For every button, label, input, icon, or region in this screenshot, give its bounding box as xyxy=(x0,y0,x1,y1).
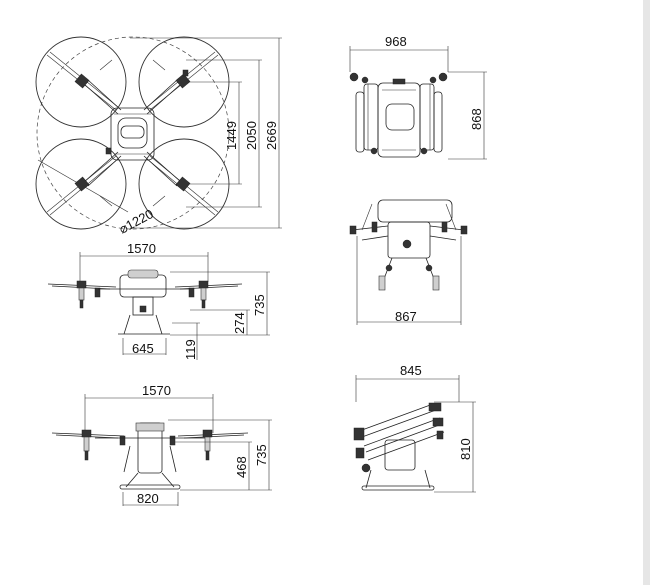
propeller-circle-bl xyxy=(35,138,127,230)
side1-height-label: 735 xyxy=(252,294,267,316)
diagonal-width-label: 2669 xyxy=(264,121,279,150)
folded-side-view: 845 810 xyxy=(353,363,476,493)
top-view-dimension-lines xyxy=(130,37,282,229)
side2-height-label: 735 xyxy=(254,444,269,466)
side2-gear-height-label: 468 xyxy=(234,456,249,478)
drone-body-top xyxy=(110,107,155,161)
arm-span-label: 2050 xyxy=(244,121,259,150)
arms xyxy=(83,79,182,187)
side2-span-label: 1570 xyxy=(142,383,171,398)
folded-side-width-label: 845 xyxy=(400,363,422,378)
side1-clearance-label: 119 xyxy=(183,339,198,360)
propeller-blades xyxy=(46,51,219,216)
folded-front-view: 867 xyxy=(349,199,468,325)
side1-gear-width-label: 645 xyxy=(132,341,154,356)
side-view-2: 1570 xyxy=(51,383,272,506)
folded-top-depth-label: 868 xyxy=(469,108,484,130)
propeller-circle-tl xyxy=(35,36,127,128)
side2-body xyxy=(95,422,205,490)
folded-side-dimension-lines xyxy=(434,401,476,493)
motors xyxy=(74,69,191,192)
side2-motors xyxy=(81,429,213,461)
outer-dashed-circle xyxy=(36,36,230,230)
folded-top-width-label: 968 xyxy=(385,34,407,49)
side1-span-label: 1570 xyxy=(127,241,156,256)
diameter-leader xyxy=(37,159,129,213)
top-view: ⌀1220 1449 2050 2669 xyxy=(35,36,282,237)
page-edge xyxy=(643,0,650,585)
prop-diameter-label: ⌀1220 xyxy=(116,206,155,236)
side1-body xyxy=(98,269,190,335)
side2-propellers xyxy=(51,432,249,439)
side1-motors xyxy=(76,280,209,309)
folded-front-drone xyxy=(349,199,468,291)
motor-spacing-label: 1449 xyxy=(224,121,239,150)
folded-side-drone xyxy=(353,402,445,491)
side1-gear-height-label: 274 xyxy=(232,312,247,334)
side-view-1: 1570 xyxy=(47,241,270,360)
folded-front-width-label: 867 xyxy=(395,309,417,324)
side1-dimension-lines xyxy=(122,271,270,360)
side2-dimension-lines xyxy=(122,419,272,506)
folded-top-view: 968 868 xyxy=(349,34,487,160)
folded-top-drone xyxy=(349,72,448,158)
folded-side-height-label: 810 xyxy=(458,438,473,460)
side2-gear-width-label: 820 xyxy=(137,491,159,506)
folded-front-dimension-lines xyxy=(356,236,462,325)
folded-top-dimension-lines xyxy=(448,71,487,160)
